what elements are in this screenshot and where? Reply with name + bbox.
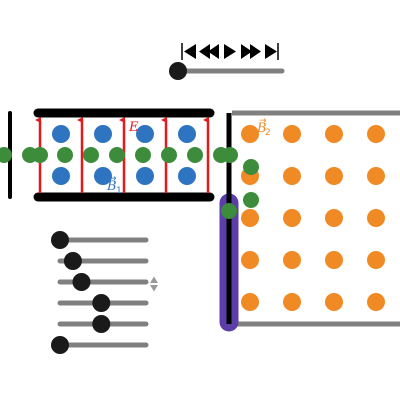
chamber-particle [241,209,259,227]
chamber-particle [367,209,385,227]
beam-particles [0,147,259,219]
playback-controls [181,43,279,60]
chamber-particle [367,251,385,269]
chamber-particle [325,293,343,311]
selector-particle [52,125,70,143]
chamber-particle [283,167,301,185]
chamber-particle [367,125,385,143]
beam-particle [222,147,238,163]
chamber-particle [367,167,385,185]
play-button[interactable] [224,44,236,59]
parameter-slider-knob[interactable] [51,231,69,249]
skip-to-start-button[interactable] [184,44,196,59]
chamber-particle [283,251,301,269]
parameter-slider-knob[interactable] [92,294,111,312]
selector-particle [136,125,154,143]
chamber-particle [325,251,343,269]
b1-arrow-glyph: → [109,174,117,184]
chamber-particle [325,209,343,227]
b1-subscript: 1 [116,186,122,196]
parameter-sliders [51,231,149,354]
beam-particle [243,159,259,175]
spinner-control[interactable] [150,276,158,292]
parameter-slider-knob[interactable] [51,336,69,354]
step-back-button[interactable] [199,44,219,59]
beam-particle [243,192,259,208]
spinner-down-icon[interactable] [150,285,158,292]
time-slider-knob[interactable] [169,62,187,80]
selector-particle [94,125,112,143]
time-slider[interactable] [169,62,285,80]
chamber-particle [283,125,301,143]
beam-particle [0,147,12,163]
b1-label-text: B [106,179,117,194]
b2-subscript: 2 [265,128,271,138]
selector-particle [52,167,70,185]
chamber-particle [241,293,259,311]
chamber-particles [241,125,385,311]
selector-particle [178,167,196,185]
selector-particle [136,167,154,185]
chamber-particle [283,209,301,227]
chamber-particle [283,293,301,311]
chamber-particle [241,125,259,143]
beam-particle [32,147,48,163]
beam-particle [135,147,151,163]
beam-particle [57,147,73,163]
e-field-label-text: E [128,120,139,135]
parameter-slider-knob[interactable] [72,273,91,291]
chamber-particle [325,167,343,185]
chamber-particle [241,251,259,269]
skip-to-end-button[interactable] [265,44,277,59]
beam-particle [221,203,237,219]
b2-arrow-glyph: → [259,116,267,126]
chamber-particle [325,125,343,143]
b2-label: → B 2 [256,116,271,138]
b1-label: → B 1 [106,174,122,196]
beam-particle [83,147,99,163]
b2-label-text: B [256,121,267,136]
chamber-particle [367,293,385,311]
parameter-slider-knob[interactable] [63,252,82,270]
selector-particles [52,125,196,185]
beam-particle [109,147,125,163]
parameter-slider-knob[interactable] [92,315,111,333]
beam-particle [187,147,203,163]
beam-particle [161,147,177,163]
selector-particle [94,167,112,185]
e-field-label: E [128,120,139,135]
spinner-up-icon[interactable] [150,276,158,284]
selector-particle [178,125,196,143]
step-forward-button[interactable] [241,44,261,59]
